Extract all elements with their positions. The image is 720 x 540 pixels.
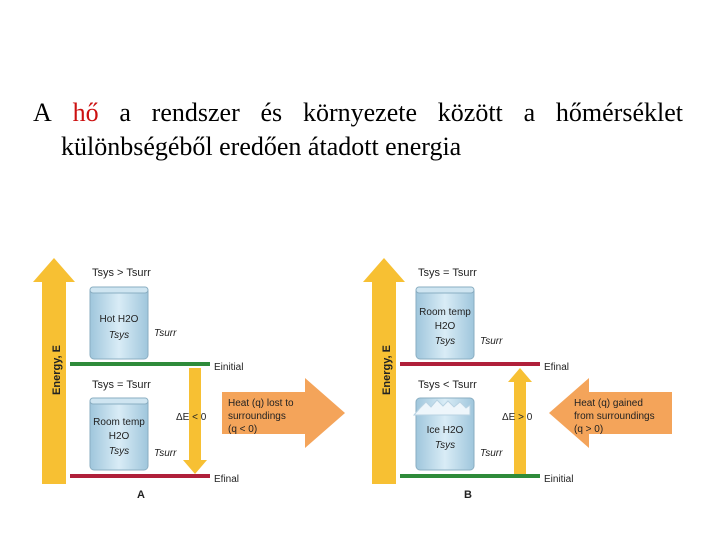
energy-change-label: ΔE > 0: [502, 412, 533, 423]
heat-flow-label: Heat (q) gained: [574, 398, 643, 409]
top-condition-label: Tsys > Tsurr: [92, 267, 151, 279]
energy-change-label: ΔE < 0: [176, 412, 207, 423]
diagram-b: Energy, E Tsys = Tsurr Room temp H2O Tsy…: [363, 258, 672, 501]
diagram-a: Energy, E Tsys > Tsurr Hot H2O Tsys Tsur…: [33, 258, 345, 501]
surroundings-temp-label: Tsurr: [480, 336, 503, 347]
beaker-label: Room temp: [419, 307, 471, 318]
final-energy-label: Efinal: [214, 474, 239, 485]
middle-condition-label: Tsys < Tsurr: [418, 379, 477, 391]
beaker-label: H2O: [435, 321, 456, 332]
initial-energy-label: Einitial: [214, 362, 243, 373]
beaker-label: Tsys: [109, 446, 129, 457]
beaker-label: Room temp: [93, 417, 145, 428]
initial-energy-level: [400, 474, 540, 478]
surroundings-temp-label: Tsurr: [480, 448, 503, 459]
beaker-label: Tsys: [435, 440, 455, 451]
beaker-label: Hot H2O: [100, 314, 139, 325]
heat-flow-label: surroundings: [228, 411, 286, 422]
heat-flow-label: from surroundings: [574, 411, 655, 422]
top-condition-label: Tsys = Tsurr: [418, 267, 477, 279]
energy-axis-label: Energy, E: [381, 345, 393, 395]
final-energy-level: [400, 362, 540, 366]
heat-flow-label: (q < 0): [228, 424, 257, 435]
panel-label: A: [137, 489, 145, 501]
heat-flow-label: Heat (q) lost to: [228, 398, 294, 409]
initial-energy-label: Einitial: [544, 474, 573, 485]
beaker-label: Tsys: [109, 330, 129, 341]
initial-energy-level: [70, 362, 210, 366]
beaker-label: H2O: [109, 431, 130, 442]
surroundings-temp-label: Tsurr: [154, 328, 177, 339]
beaker-label: Tsys: [435, 336, 455, 347]
heat-flow-label: (q > 0): [574, 424, 603, 435]
final-energy-label: Efinal: [544, 362, 569, 373]
surroundings-temp-label: Tsurr: [154, 448, 177, 459]
middle-condition-label: Tsys = Tsurr: [92, 379, 151, 391]
beaker-label: Ice H2O: [427, 425, 464, 436]
final-energy-level: [70, 474, 210, 478]
energy-axis-label: Energy, E: [51, 345, 63, 395]
panel-label: B: [464, 489, 472, 501]
